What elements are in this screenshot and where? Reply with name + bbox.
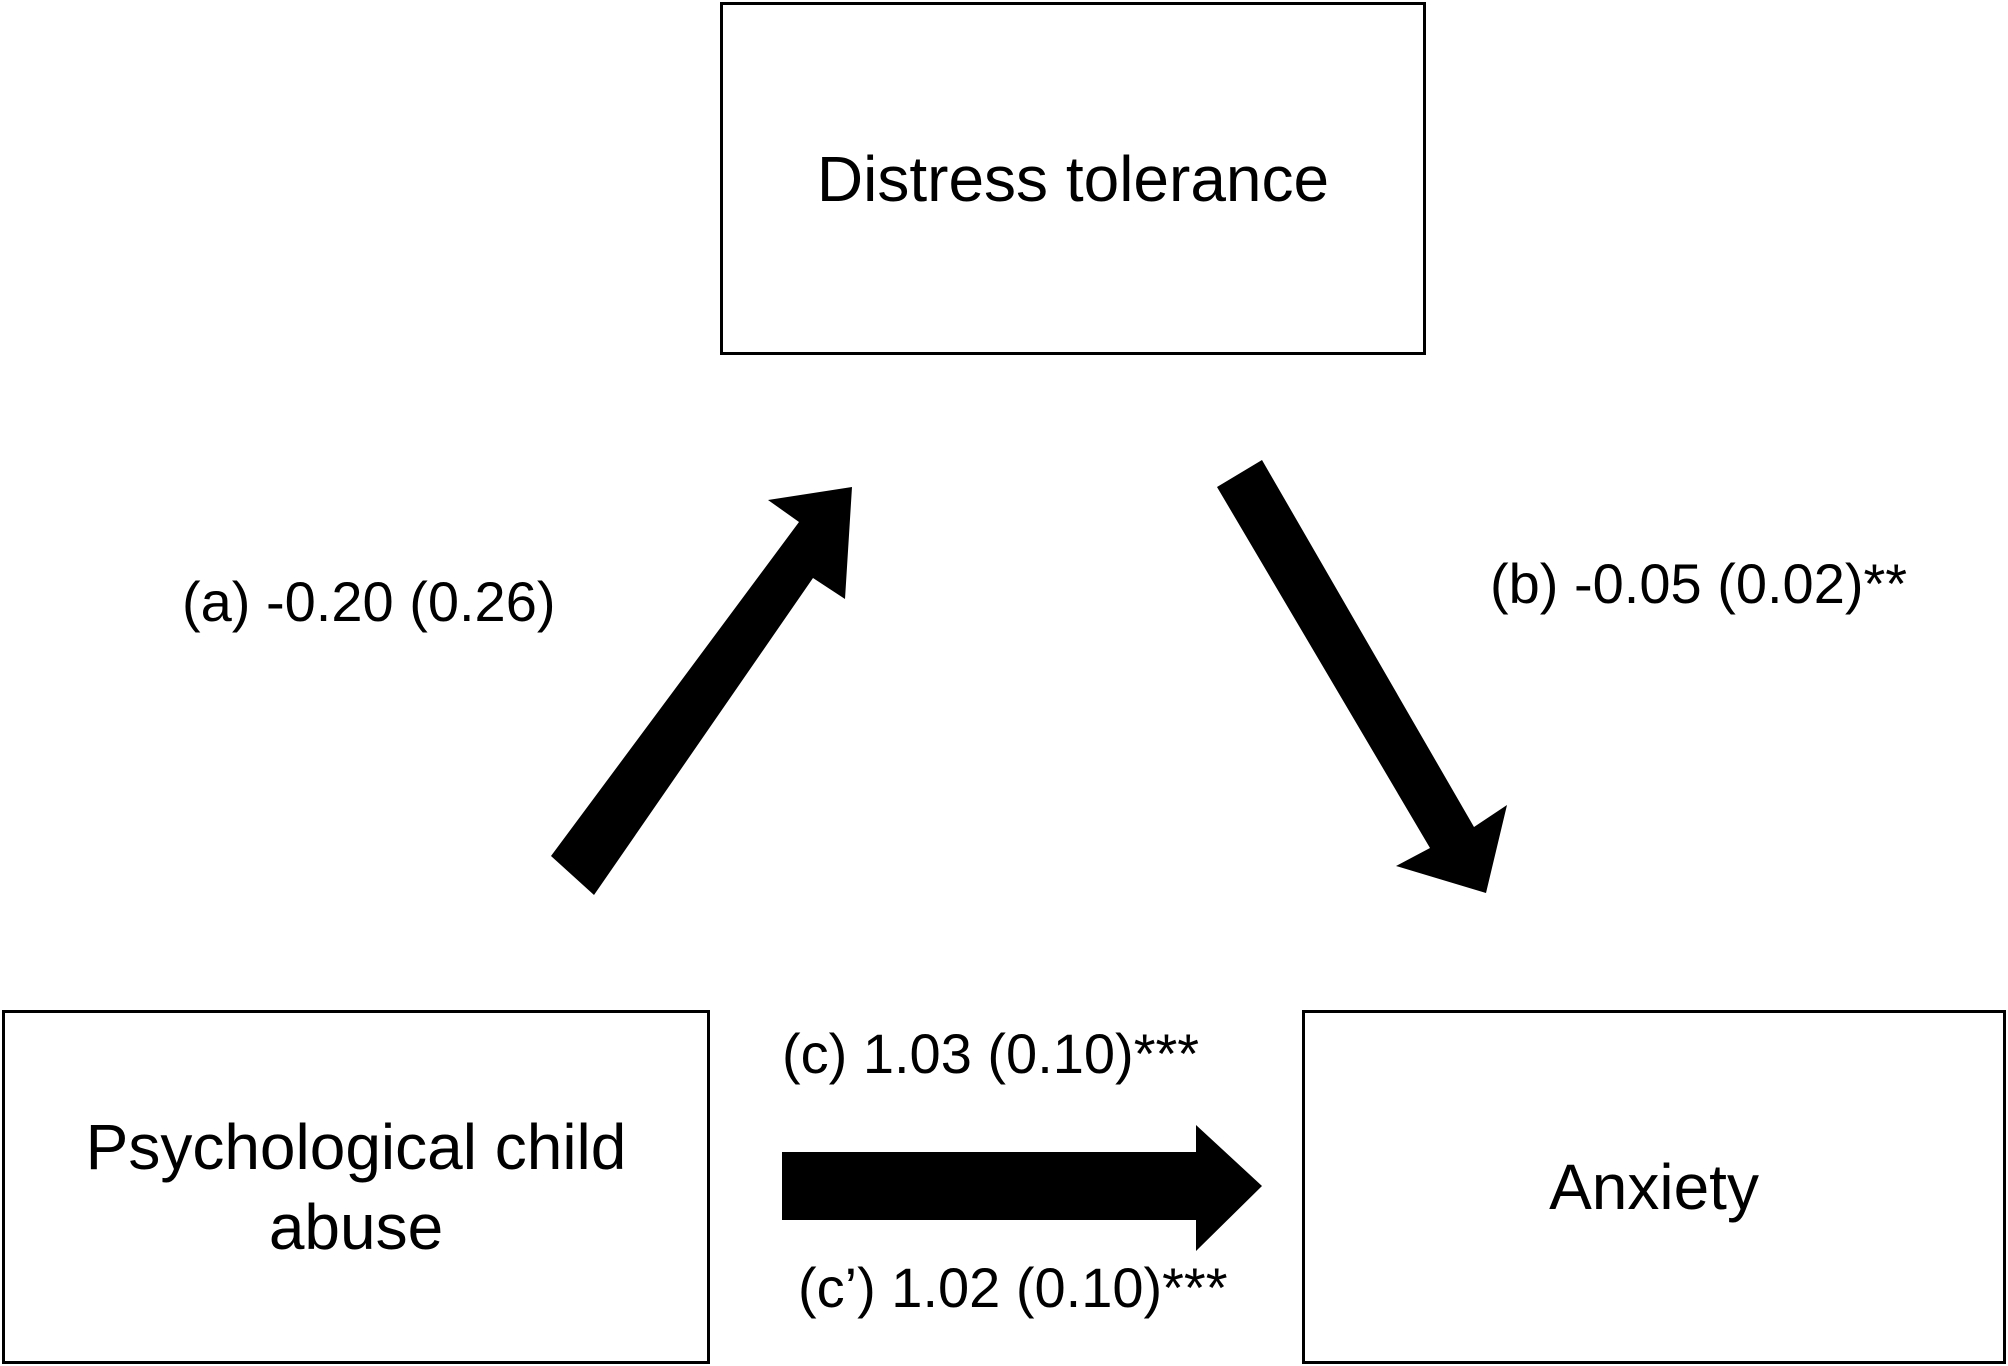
path-a-label: (a) -0.20 (0.26) [182, 570, 556, 633]
arrow-c [782, 1125, 1262, 1251]
mediator-box: Distress tolerance [720, 2, 1426, 355]
predictor-label: Psychological child abuse [85, 1111, 627, 1263]
arrow-a [551, 487, 852, 895]
predictor-box: Psychological child abuse [2, 1010, 710, 1364]
mediator-label: Distress tolerance [816, 142, 1330, 215]
path-c-label: (c) 1.03 (0.10)*** [782, 1022, 1200, 1085]
path-b-label: (b) -0.05 (0.02)** [1490, 552, 1908, 615]
path-c-prime-label: (c’) 1.02 (0.10)*** [798, 1256, 1228, 1319]
outcome-label: Anxiety [1549, 1151, 1759, 1223]
arrow-b [1217, 460, 1507, 893]
outcome-box: Anxiety [1302, 1010, 2006, 1364]
